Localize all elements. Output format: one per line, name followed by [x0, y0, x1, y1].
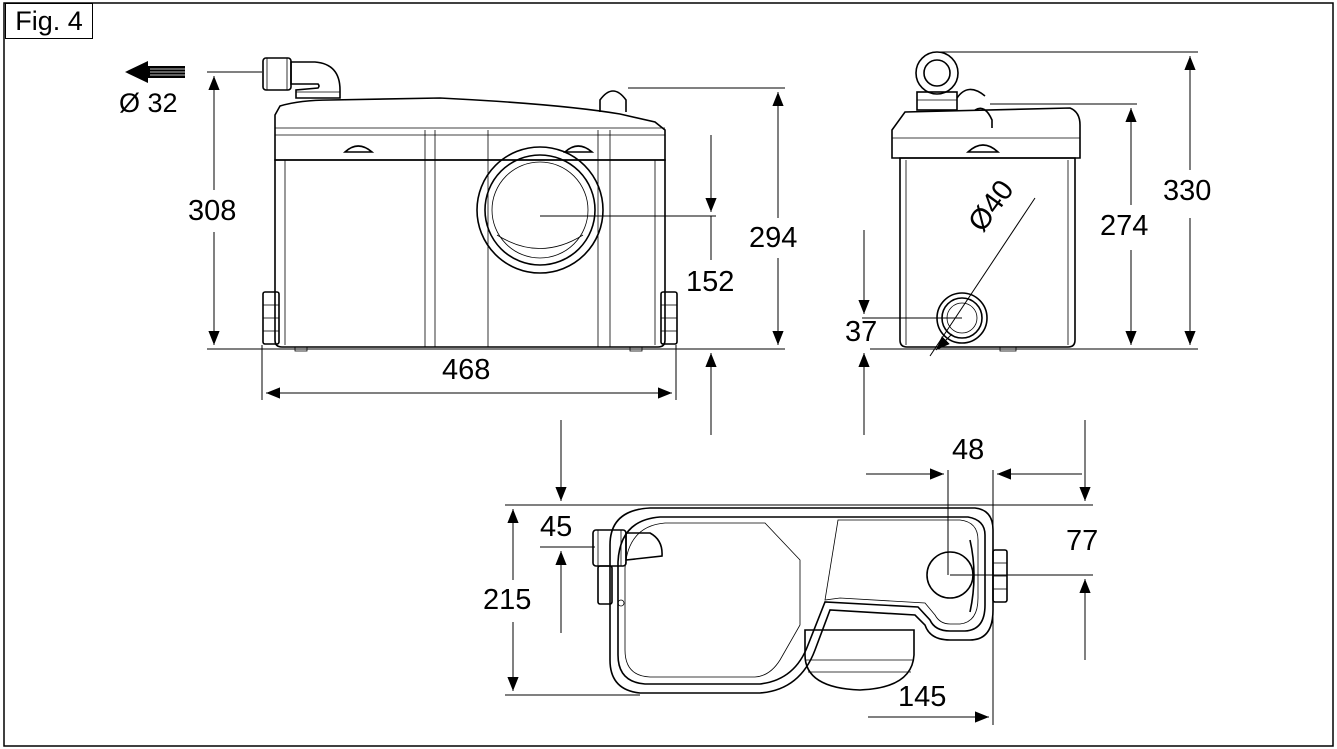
top-dimensions: [505, 420, 1093, 725]
top-view: [592, 507, 1008, 694]
dimension-77: 77: [1066, 525, 1099, 557]
dimension-274: 274: [1100, 210, 1149, 242]
side-dimensions: [858, 51, 1198, 435]
dimension-308: 308: [188, 195, 237, 227]
dimension-468: 468: [442, 354, 491, 386]
dimension-330: 330: [1163, 175, 1212, 207]
outlet-diameter-label: Ø 32: [119, 88, 178, 118]
dimension-45: 45: [540, 511, 573, 543]
outlet-direction-arrow: [125, 61, 185, 83]
front-dimensions: [207, 71, 785, 435]
dimension-294: 294: [749, 222, 798, 254]
dimension-152: 152: [686, 266, 735, 298]
dimension-215: 215: [483, 584, 532, 616]
page-border: [3, 2, 1334, 747]
dimension-37: 37: [845, 316, 878, 348]
figure-label: Fig. 4: [5, 3, 93, 39]
front-view: [262, 57, 678, 352]
dimension-145: 145: [898, 681, 947, 713]
dimension-48: 48: [952, 434, 985, 466]
